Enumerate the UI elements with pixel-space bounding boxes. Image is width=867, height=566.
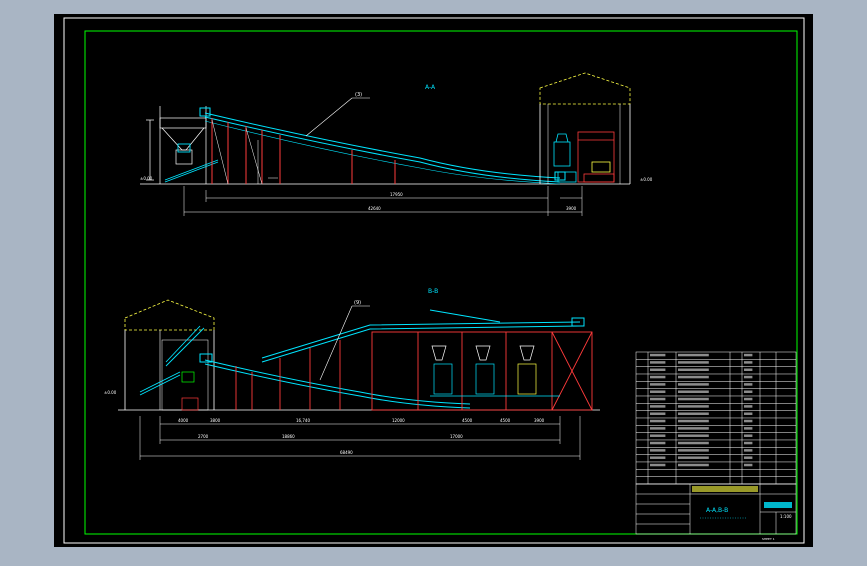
- dim-mid-1: 2700: [198, 434, 209, 439]
- parts-row-text-mark: [650, 419, 666, 423]
- parts-row-text-mark: [650, 361, 666, 364]
- drawing-paper: [54, 14, 813, 547]
- outer-frame: [63, 17, 805, 544]
- drawing-scale: 1:100: [780, 514, 792, 519]
- parts-row-text-mark: [678, 383, 709, 386]
- level-left-b: ±0.00: [104, 390, 117, 395]
- parts-row-text-mark: [650, 441, 666, 445]
- dim-top-3: 16,740: [296, 418, 310, 423]
- hopper-feeder-a: [164, 143, 219, 183]
- parts-row-text-mark: [744, 427, 753, 430]
- dim-main-a: 17950: [390, 192, 403, 197]
- dim-total-b: 68490: [340, 450, 353, 455]
- parts-row-text-mark: [650, 463, 666, 467]
- parts-row-text-mark: [744, 419, 753, 423]
- support-columns-a: [211, 118, 396, 184]
- parts-row-text-mark: [744, 390, 753, 393]
- upper-conveyor-b: [261, 309, 585, 363]
- parts-row-text-mark: [650, 353, 666, 357]
- dim-top-4: 12000: [392, 418, 405, 423]
- parts-row-text-mark: [744, 361, 753, 364]
- parts-row-text-mark: [744, 449, 753, 452]
- parts-row-text-mark: [678, 434, 709, 437]
- section-b-b: B-B ±0.00: [104, 288, 600, 460]
- parts-row-text-mark: [650, 434, 666, 437]
- right-building-a: [539, 72, 631, 184]
- parts-row-text-mark: [678, 456, 709, 459]
- parts-row-text-mark: [678, 449, 709, 452]
- parts-row-text-mark: [650, 405, 666, 408]
- title-block: A-A,B-B 1:100 SHEET 1: [635, 483, 797, 541]
- parts-row-text-mark: [678, 463, 709, 467]
- dimensions-a: [183, 186, 583, 216]
- callout-leader-b: [319, 305, 353, 381]
- parts-row-text-mark: [744, 405, 753, 408]
- section-b-title: B-B: [428, 288, 438, 295]
- parts-row-text-mark: [650, 397, 666, 401]
- callout-label-b: (9): [354, 300, 361, 306]
- parts-row-text-mark: [650, 383, 666, 386]
- parts-row-text-mark: [678, 427, 709, 430]
- drawing-title: A-A,B-B: [706, 507, 728, 514]
- dim-total-a: 42640: [368, 206, 381, 211]
- parts-row-text-mark: [744, 353, 753, 357]
- section-a-title: A-A: [425, 84, 436, 91]
- parts-row-text-mark: [678, 397, 709, 401]
- callout-label-a: (3): [355, 92, 362, 98]
- parts-row-text-mark: [744, 456, 753, 459]
- drawing-border: [84, 30, 798, 535]
- silos-b: [430, 345, 560, 397]
- parts-row-text-mark: [744, 434, 753, 437]
- parts-row-text-mark: [650, 456, 666, 459]
- parts-row-text-mark: [650, 449, 666, 452]
- dims-top-b: 4000 3800 16,740 12000 4500 4500 3900: [178, 418, 545, 423]
- dim-top-5: 4500: [462, 418, 473, 423]
- parts-row-text-mark: [650, 412, 666, 415]
- dim-top-1: 4000: [178, 418, 189, 423]
- parts-row-text-mark: [650, 368, 666, 371]
- dim-top-6: 4500: [500, 418, 511, 423]
- parts-row-text-mark: [744, 368, 753, 371]
- parts-row-text-mark: [678, 419, 709, 423]
- dim-mid-3: 17000: [450, 434, 463, 439]
- parts-row-text-mark: [744, 375, 753, 379]
- parts-row-text-mark: [650, 375, 666, 379]
- left-hopper-a: [146, 106, 207, 184]
- level-left-a: ±0.00: [140, 176, 153, 181]
- parts-list-fills: [650, 353, 753, 467]
- parts-row-text-mark: [678, 368, 709, 371]
- dim-right-a: 3900: [566, 206, 577, 211]
- dims-mid-b: 2700 18860 17000: [198, 434, 463, 439]
- parts-row-text-mark: [650, 427, 666, 430]
- dim-mid-2: 18860: [282, 434, 295, 439]
- parts-row-text-mark: [678, 441, 709, 445]
- parts-row-text-mark: [744, 412, 753, 415]
- callout-leader-a: [305, 97, 353, 137]
- parts-row-text-mark: [678, 353, 709, 357]
- parts-row-text-mark: [678, 405, 709, 408]
- section-a-a: A-A ±0.00 ±0.00: [140, 72, 653, 216]
- parts-row-text-mark: [744, 463, 753, 467]
- steel-frame-b: [235, 331, 593, 411]
- level-right-a: ±0.00: [640, 177, 653, 182]
- parts-rows: [636, 359, 796, 485]
- parts-row-text-mark: [744, 383, 753, 386]
- left-building-b: [124, 299, 215, 411]
- parts-row-text-mark: [650, 390, 666, 393]
- parts-row-text-mark: [678, 412, 709, 415]
- support-braces-a: [211, 119, 278, 185]
- dim-top-2: 3800: [210, 418, 221, 423]
- parts-row-text-mark: [678, 375, 709, 379]
- dimensions-b: [139, 416, 581, 460]
- parts-row-text-mark: [678, 361, 709, 364]
- sheet-note: SHEET 1: [762, 537, 775, 541]
- parts-row-text-mark: [678, 390, 709, 393]
- parts-row-text-mark: [744, 397, 753, 401]
- dim-top-7: 3900: [534, 418, 545, 423]
- parts-list: [635, 351, 797, 485]
- parts-row-text-mark: [744, 441, 753, 445]
